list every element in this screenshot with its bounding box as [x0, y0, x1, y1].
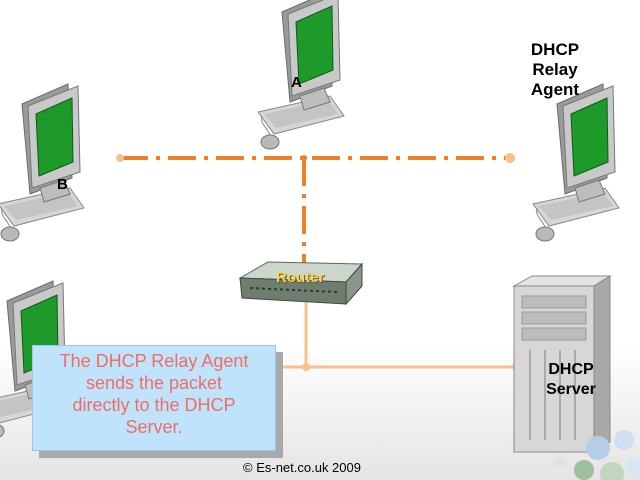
copyright-notice: © Es-net.co.uk 2009 — [243, 460, 361, 475]
callout-line: The DHCP Relay Agent — [59, 351, 249, 371]
relay-agent-label: DHCP Relay Agent — [520, 40, 590, 100]
explanation-callout: The DHCP Relay Agent sends the packet di… — [32, 345, 276, 451]
callout-line: sends the packet — [85, 373, 223, 393]
link-endpoint-right — [505, 153, 515, 163]
computer-b — [0, 83, 85, 242]
decorative-bubbles — [553, 430, 640, 480]
dhcp-server-label: DHCP Server — [538, 360, 604, 400]
path-junction — [302, 363, 310, 371]
server-label-line: Server — [546, 381, 596, 398]
callout-line: Server. — [125, 417, 183, 437]
relay-label-line: DHCP — [530, 40, 580, 59]
server-label-line: DHCP — [548, 361, 594, 378]
link-junction — [301, 155, 307, 161]
dhcp-server-icon — [512, 275, 612, 453]
relay-label-line: Agent — [530, 80, 580, 99]
pc-b-label: B — [57, 176, 68, 193]
router-label: Router — [276, 269, 325, 286]
router-icon — [238, 261, 364, 306]
callout-line: directly to the DHCP — [72, 395, 236, 415]
computer-relay-agent — [532, 83, 620, 242]
relay-label-line: Relay — [532, 60, 578, 79]
pc-a-label: A — [291, 74, 302, 91]
link-endpoint-left — [116, 154, 124, 162]
